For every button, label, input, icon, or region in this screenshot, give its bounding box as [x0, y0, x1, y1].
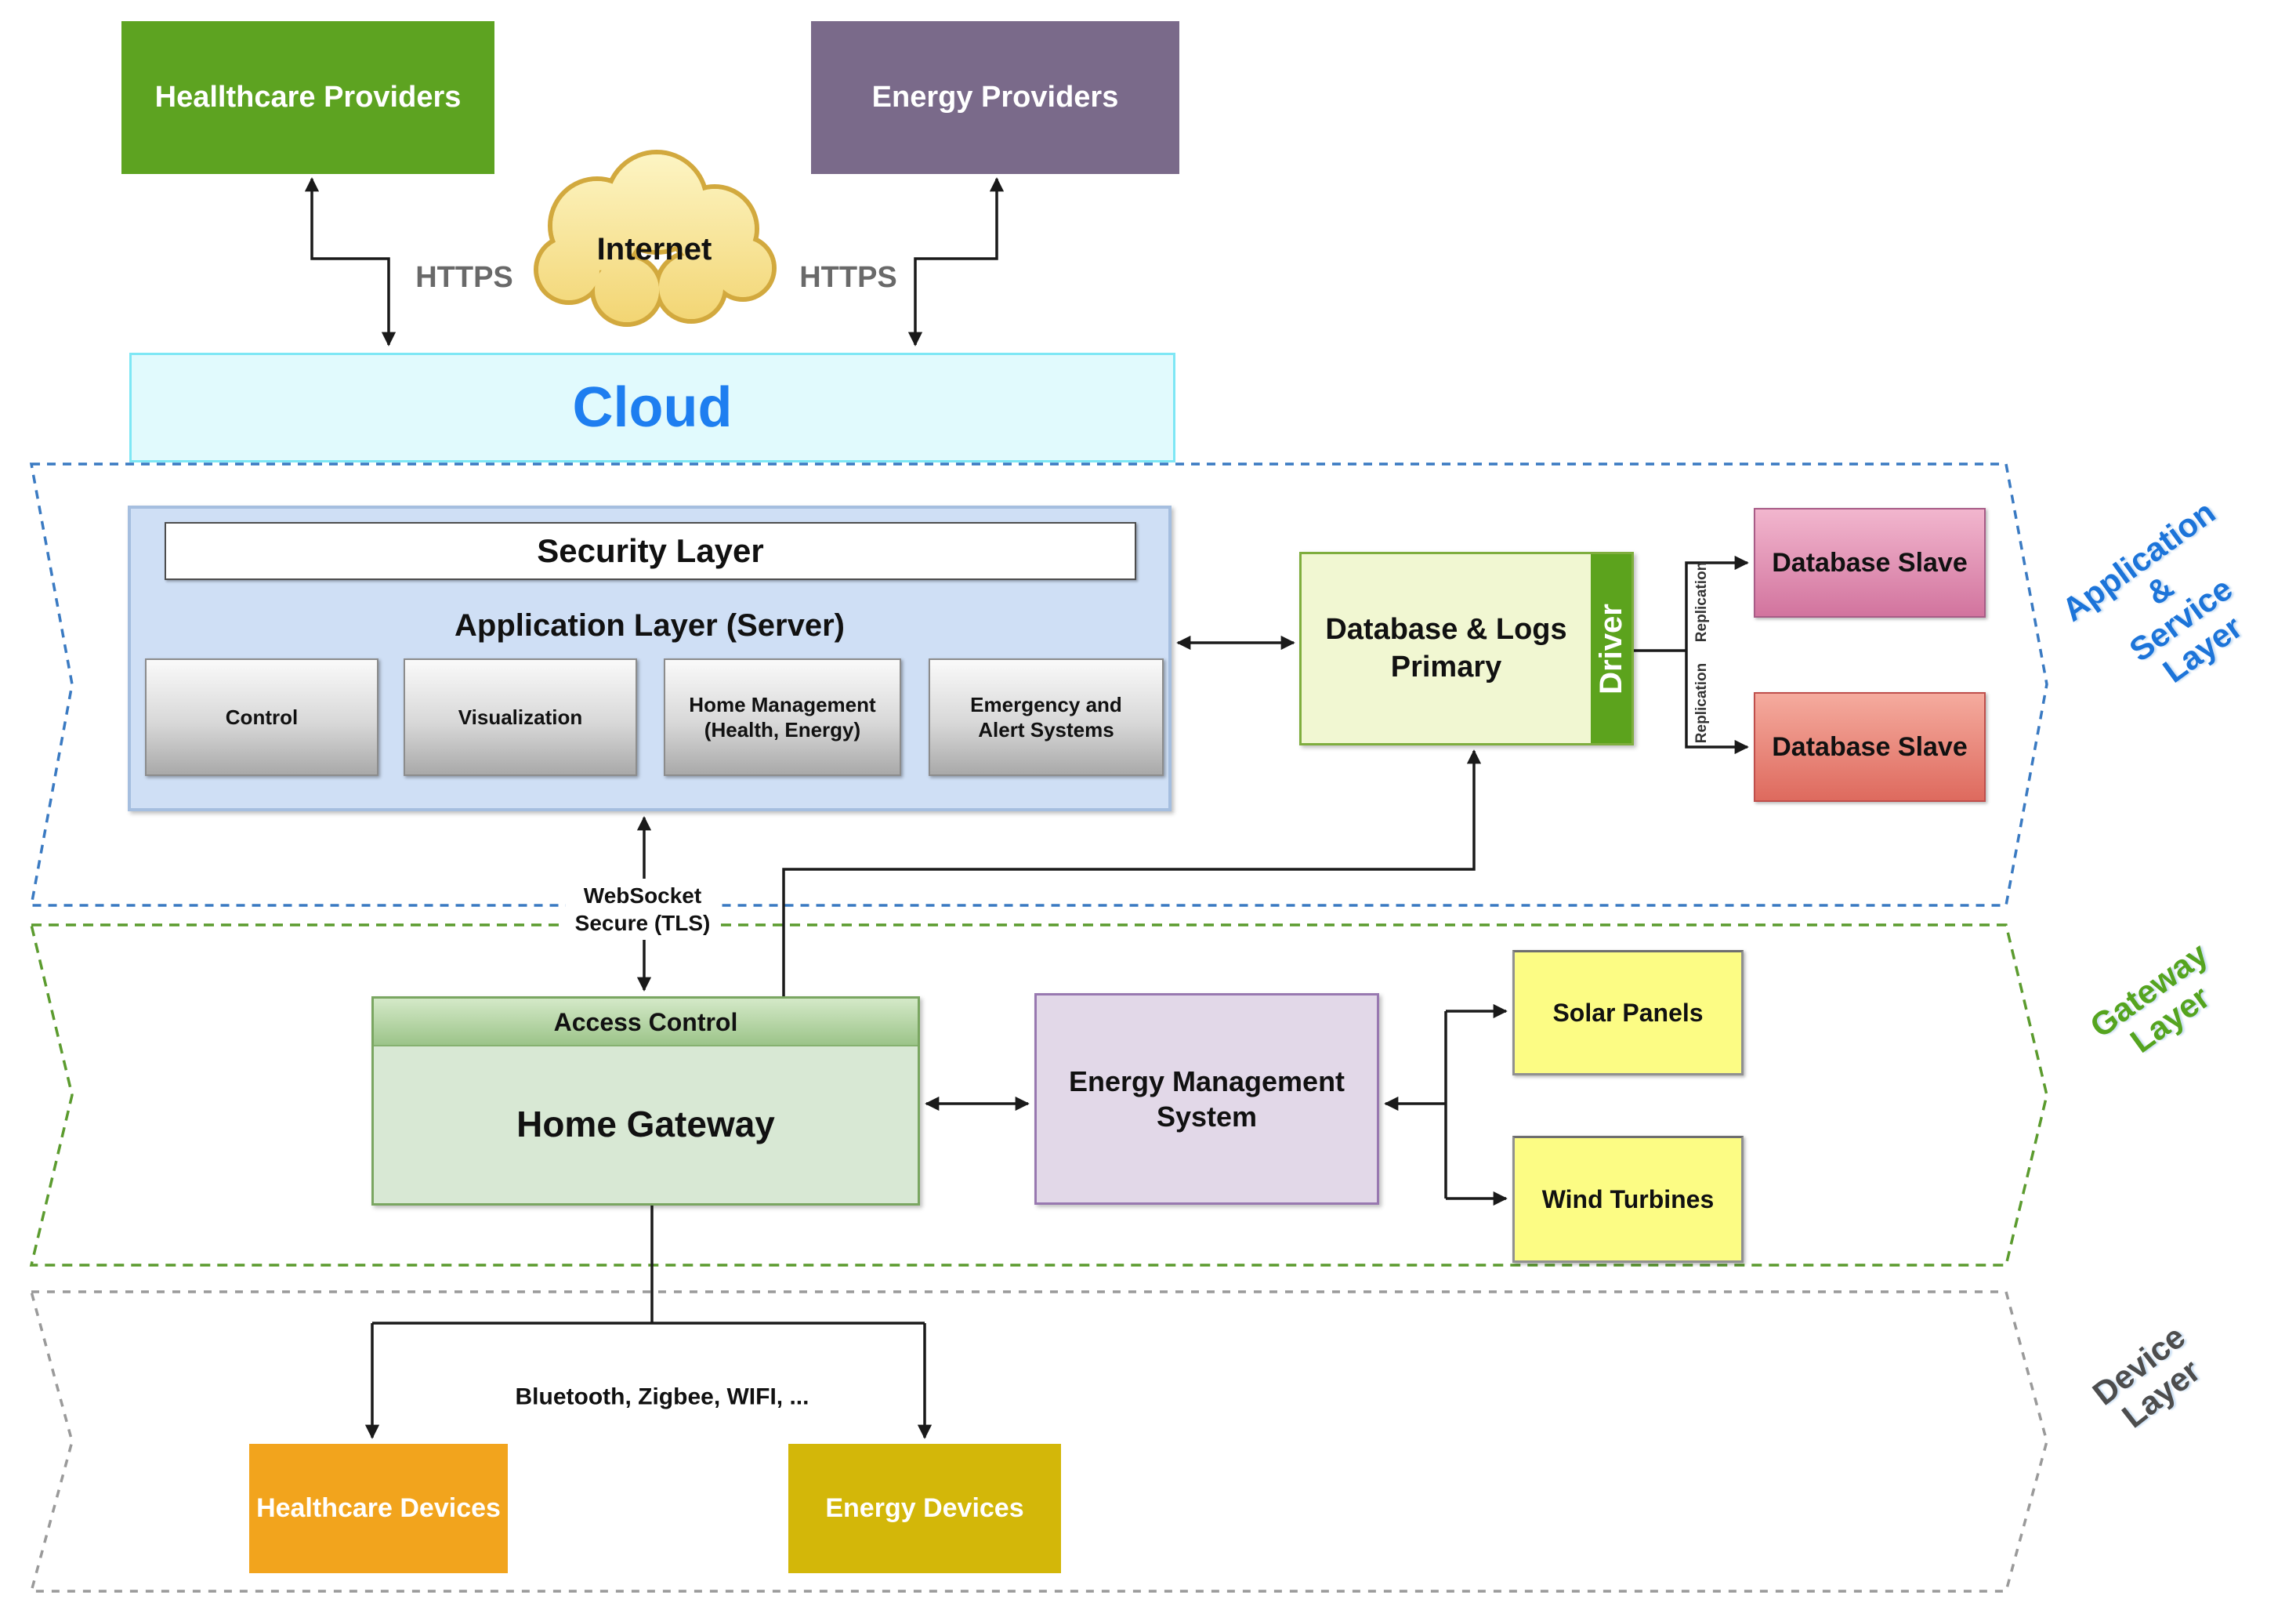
module-visualization: Visualization — [404, 658, 637, 776]
access-control-strip: Access Control — [374, 999, 918, 1046]
replication-label-top: Replication — [1693, 561, 1710, 643]
arrow-replication-bottom — [1685, 651, 1749, 755]
energy-providers-box: Energy Providers — [811, 21, 1179, 174]
line-gateway-database — [782, 749, 1482, 996]
module-emergency-alert: Emergency and Alert Systems — [929, 658, 1164, 776]
https-label-left: HTTPS — [415, 261, 513, 295]
internet-cloud-shape — [534, 150, 777, 327]
arrow-energy-cloud — [907, 177, 1005, 346]
replication-label-bottom: Replication — [1693, 662, 1710, 744]
energy-devices-box: Energy Devices — [788, 1444, 1061, 1573]
gateway-layer-band — [29, 923, 2048, 1267]
database-primary-label: Database & Logs Primary — [1325, 613, 1567, 684]
arrow-replication-top — [1685, 555, 1749, 651]
internet-label: Internet — [596, 232, 712, 267]
wind-turbines-box: Wind Turbines — [1512, 1136, 1744, 1263]
application-service-layer-band — [29, 462, 2048, 907]
database-slave-bottom-box: Database Slave — [1754, 692, 1986, 802]
module-control: Control — [145, 658, 378, 776]
database-primary-box: Database & Logs Primary Driver — [1299, 552, 1634, 745]
device-layer-band — [29, 1290, 2048, 1593]
healthcare-providers-box: Heallthcare Providers — [121, 21, 494, 174]
websocket-label: WebSocket Secure (TLS) — [565, 879, 720, 940]
healthcare-devices-box: Healthcare Devices — [249, 1444, 508, 1573]
database-slave-top-box: Database Slave — [1754, 508, 1986, 618]
driver-strip: Driver — [1591, 554, 1631, 743]
application-layer-title: Application Layer (Server) — [454, 608, 845, 643]
cloud-box: Cloud — [129, 353, 1175, 462]
driver-label: Driver — [1594, 603, 1628, 694]
solar-panels-box: Solar Panels — [1512, 950, 1744, 1075]
arrow-healthcare-cloud — [304, 177, 397, 346]
device-protocols-label: Bluetooth, Zigbee, WIFI, ... — [515, 1383, 809, 1410]
home-gateway-label: Home Gateway — [516, 1104, 775, 1145]
security-layer-box: Security Layer — [165, 522, 1136, 580]
energy-management-box: Energy Management System — [1034, 993, 1379, 1205]
https-label-right: HTTPS — [799, 261, 897, 295]
module-home-management: Home Management (Health, Energy) — [664, 658, 901, 776]
home-gateway-box: Access Control Home Gateway — [371, 996, 920, 1206]
